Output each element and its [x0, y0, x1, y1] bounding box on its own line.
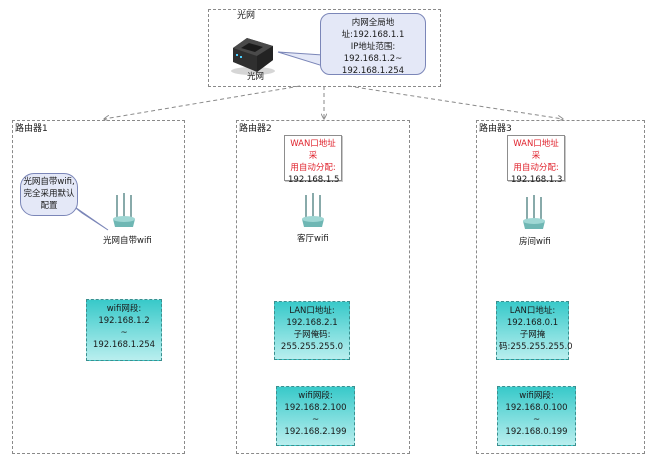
router3-lan-line-3: 子网掩 [519, 330, 546, 340]
router2-wifi-range-line-1: wifi网段: [298, 391, 333, 401]
router1-wifi-range-line-4: 192.168.1.254 [92, 340, 156, 350]
router1-wifi-range: wifi网段: 192.168.1.2 ~ 192.168.1.254 [86, 299, 162, 361]
router3-title: 路由器3 [479, 124, 512, 134]
router2-wan: WAN口地址采 用自动分配: 192.168.1.5 [284, 135, 342, 185]
router3-wifi-range-line-3: ~ [532, 415, 541, 425]
router3-wifi-range-line-2: 192.168.0.100 [505, 403, 568, 413]
router1-callout-line-1: 光网自带wifi, [23, 177, 75, 187]
arrow-to-router3 [347, 85, 563, 119]
modem-title: 光网 [237, 11, 256, 21]
wifi-router-icon[interactable] [300, 193, 326, 231]
router2-wan-line-2: 用自动分配: [290, 163, 336, 173]
router2-wan-line-3: 192.168.1.5 [288, 175, 340, 185]
router1-group [12, 120, 185, 454]
modem-callout-line-3: 192.168.1.2~ [343, 54, 403, 64]
router2-wan-line-1: WAN口地址采 [290, 139, 336, 161]
router3-lan-line-1: LAN口地址: [509, 306, 556, 316]
router1-wifi-range-line-1: wifi网段: [106, 304, 142, 314]
connector-arrows [104, 85, 563, 119]
router3-lan-line-2: 192.168.0.1 [506, 318, 559, 328]
router2-wifi-range-line-2: 192.168.2.100 [284, 403, 347, 413]
modem-callout: 内网全局地址:192.168.1.1 IP地址范围: 192.168.1.2~ … [320, 13, 426, 76]
router3-wan-line-1: WAN口地址采 [513, 139, 559, 161]
router2-lan-line-4: 255.255.255.0 [280, 342, 344, 352]
wifi-router-icon[interactable] [111, 193, 137, 231]
modem-group [208, 9, 441, 87]
router1-callout-line-3: 配置 [40, 201, 58, 211]
router2-lan-line-1: LAN口地址: [289, 306, 335, 316]
router3-wifi-range-line-4: 192.168.0.199 [505, 427, 568, 437]
router3-wan-line-2: 用自动分配: [513, 163, 559, 173]
router3-wifi-range-line-1: wifi网段: [519, 391, 554, 401]
modem-callout-line-4: 192.168.1.254 [341, 66, 405, 76]
optical-modem-icon[interactable] [227, 34, 277, 76]
wifi-router-icon[interactable] [521, 195, 547, 233]
router3-lan-line-4: 码:255.255.255.0 [499, 342, 573, 352]
modem-callout-line-2: IP地址范围: [350, 42, 396, 52]
router2-device-label: 客厅wifi [297, 234, 329, 244]
router1-callout-tail [71, 204, 109, 231]
router3-device-label: 房间wifi [519, 237, 551, 247]
router2-wifi-range: wifi网段: 192.168.2.100 ~ 192.168.2.199 [276, 386, 355, 446]
router2-title: 路由器2 [239, 124, 272, 134]
router2-lan: LAN口地址: 192.168.2.1 子网俺码: 255.255.255.0 [274, 301, 350, 360]
router1-title: 路由器1 [15, 124, 48, 134]
router1-device-label: 光网自带wifi [103, 236, 152, 246]
router3-lan: LAN口地址: 192.168.0.1 子网掩 码:255.255.255.0 [496, 301, 573, 360]
router1-wifi-range-line-3: ~ [120, 328, 128, 338]
router2-lan-line-2: 192.168.2.1 [286, 318, 338, 328]
router3-wan: WAN口地址采 用自动分配: 192.168.1.3 [507, 135, 565, 185]
router3-wifi-range: wifi网段: 192.168.0.100 ~ 192.168.0.199 [497, 386, 576, 446]
router1-wifi-range-line-2: 192.168.1.2 [98, 316, 150, 326]
modem-label: 光网 [247, 72, 265, 82]
router1-callout-line-2: 完全采用默认 [23, 189, 75, 199]
router2-wifi-range-line-3: ~ [311, 415, 320, 425]
router2-lan-line-3: 子网俺码: [293, 330, 331, 340]
router2-wifi-range-line-4: 192.168.2.199 [284, 427, 347, 437]
router1-callout: 光网自带wifi, 完全采用默认 配置 [20, 173, 78, 216]
router3-group [476, 120, 645, 454]
modem-callout-line-1: 内网全局地址:192.168.1.1 [341, 18, 405, 40]
router2-group [236, 120, 410, 454]
router3-wan-line-3: 192.168.1.3 [511, 175, 563, 185]
arrow-to-router1 [104, 85, 301, 119]
